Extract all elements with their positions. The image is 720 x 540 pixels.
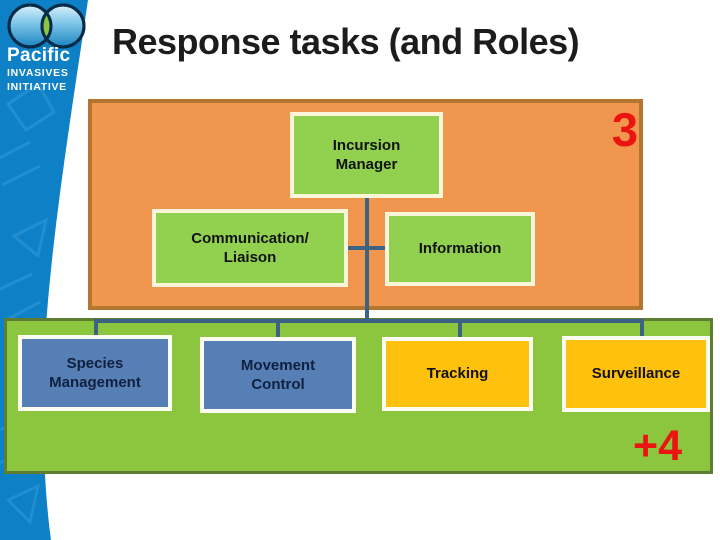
node-incursion-manager: Incursion Manager xyxy=(290,112,443,198)
logo-line-invasives: INVASIVES xyxy=(7,67,69,79)
connector-stub-tracking xyxy=(458,319,462,341)
connector-communication-information xyxy=(346,246,388,250)
connector-trunk-vertical xyxy=(365,194,369,323)
node-surveillance: Surveillance xyxy=(562,336,710,412)
node-communication-liaison: Communication/ Liaison xyxy=(152,209,348,287)
logo-line-initiative: INITIATIVE xyxy=(7,81,67,94)
connector-stub-surveillance xyxy=(640,319,644,341)
connector-stub-species xyxy=(94,319,98,341)
connector-main-horizontal xyxy=(94,319,644,323)
connector-stub-movement xyxy=(276,319,280,341)
roles-count-badge: 3 xyxy=(611,103,638,156)
page-title: Response tasks (and Roles) xyxy=(112,21,580,62)
node-species-management: Species Management xyxy=(18,335,172,411)
logo-wordmark: Pacific INVASIVES INITIATIVE xyxy=(7,46,107,94)
node-tracking: Tracking xyxy=(382,337,533,411)
node-movement-control: Movement Control xyxy=(200,337,356,413)
logo-brand: Pacific xyxy=(7,45,71,66)
node-information: Information xyxy=(385,212,535,286)
logo-venn-icon xyxy=(7,3,86,49)
more-tasks-badge: +4 xyxy=(632,422,682,470)
